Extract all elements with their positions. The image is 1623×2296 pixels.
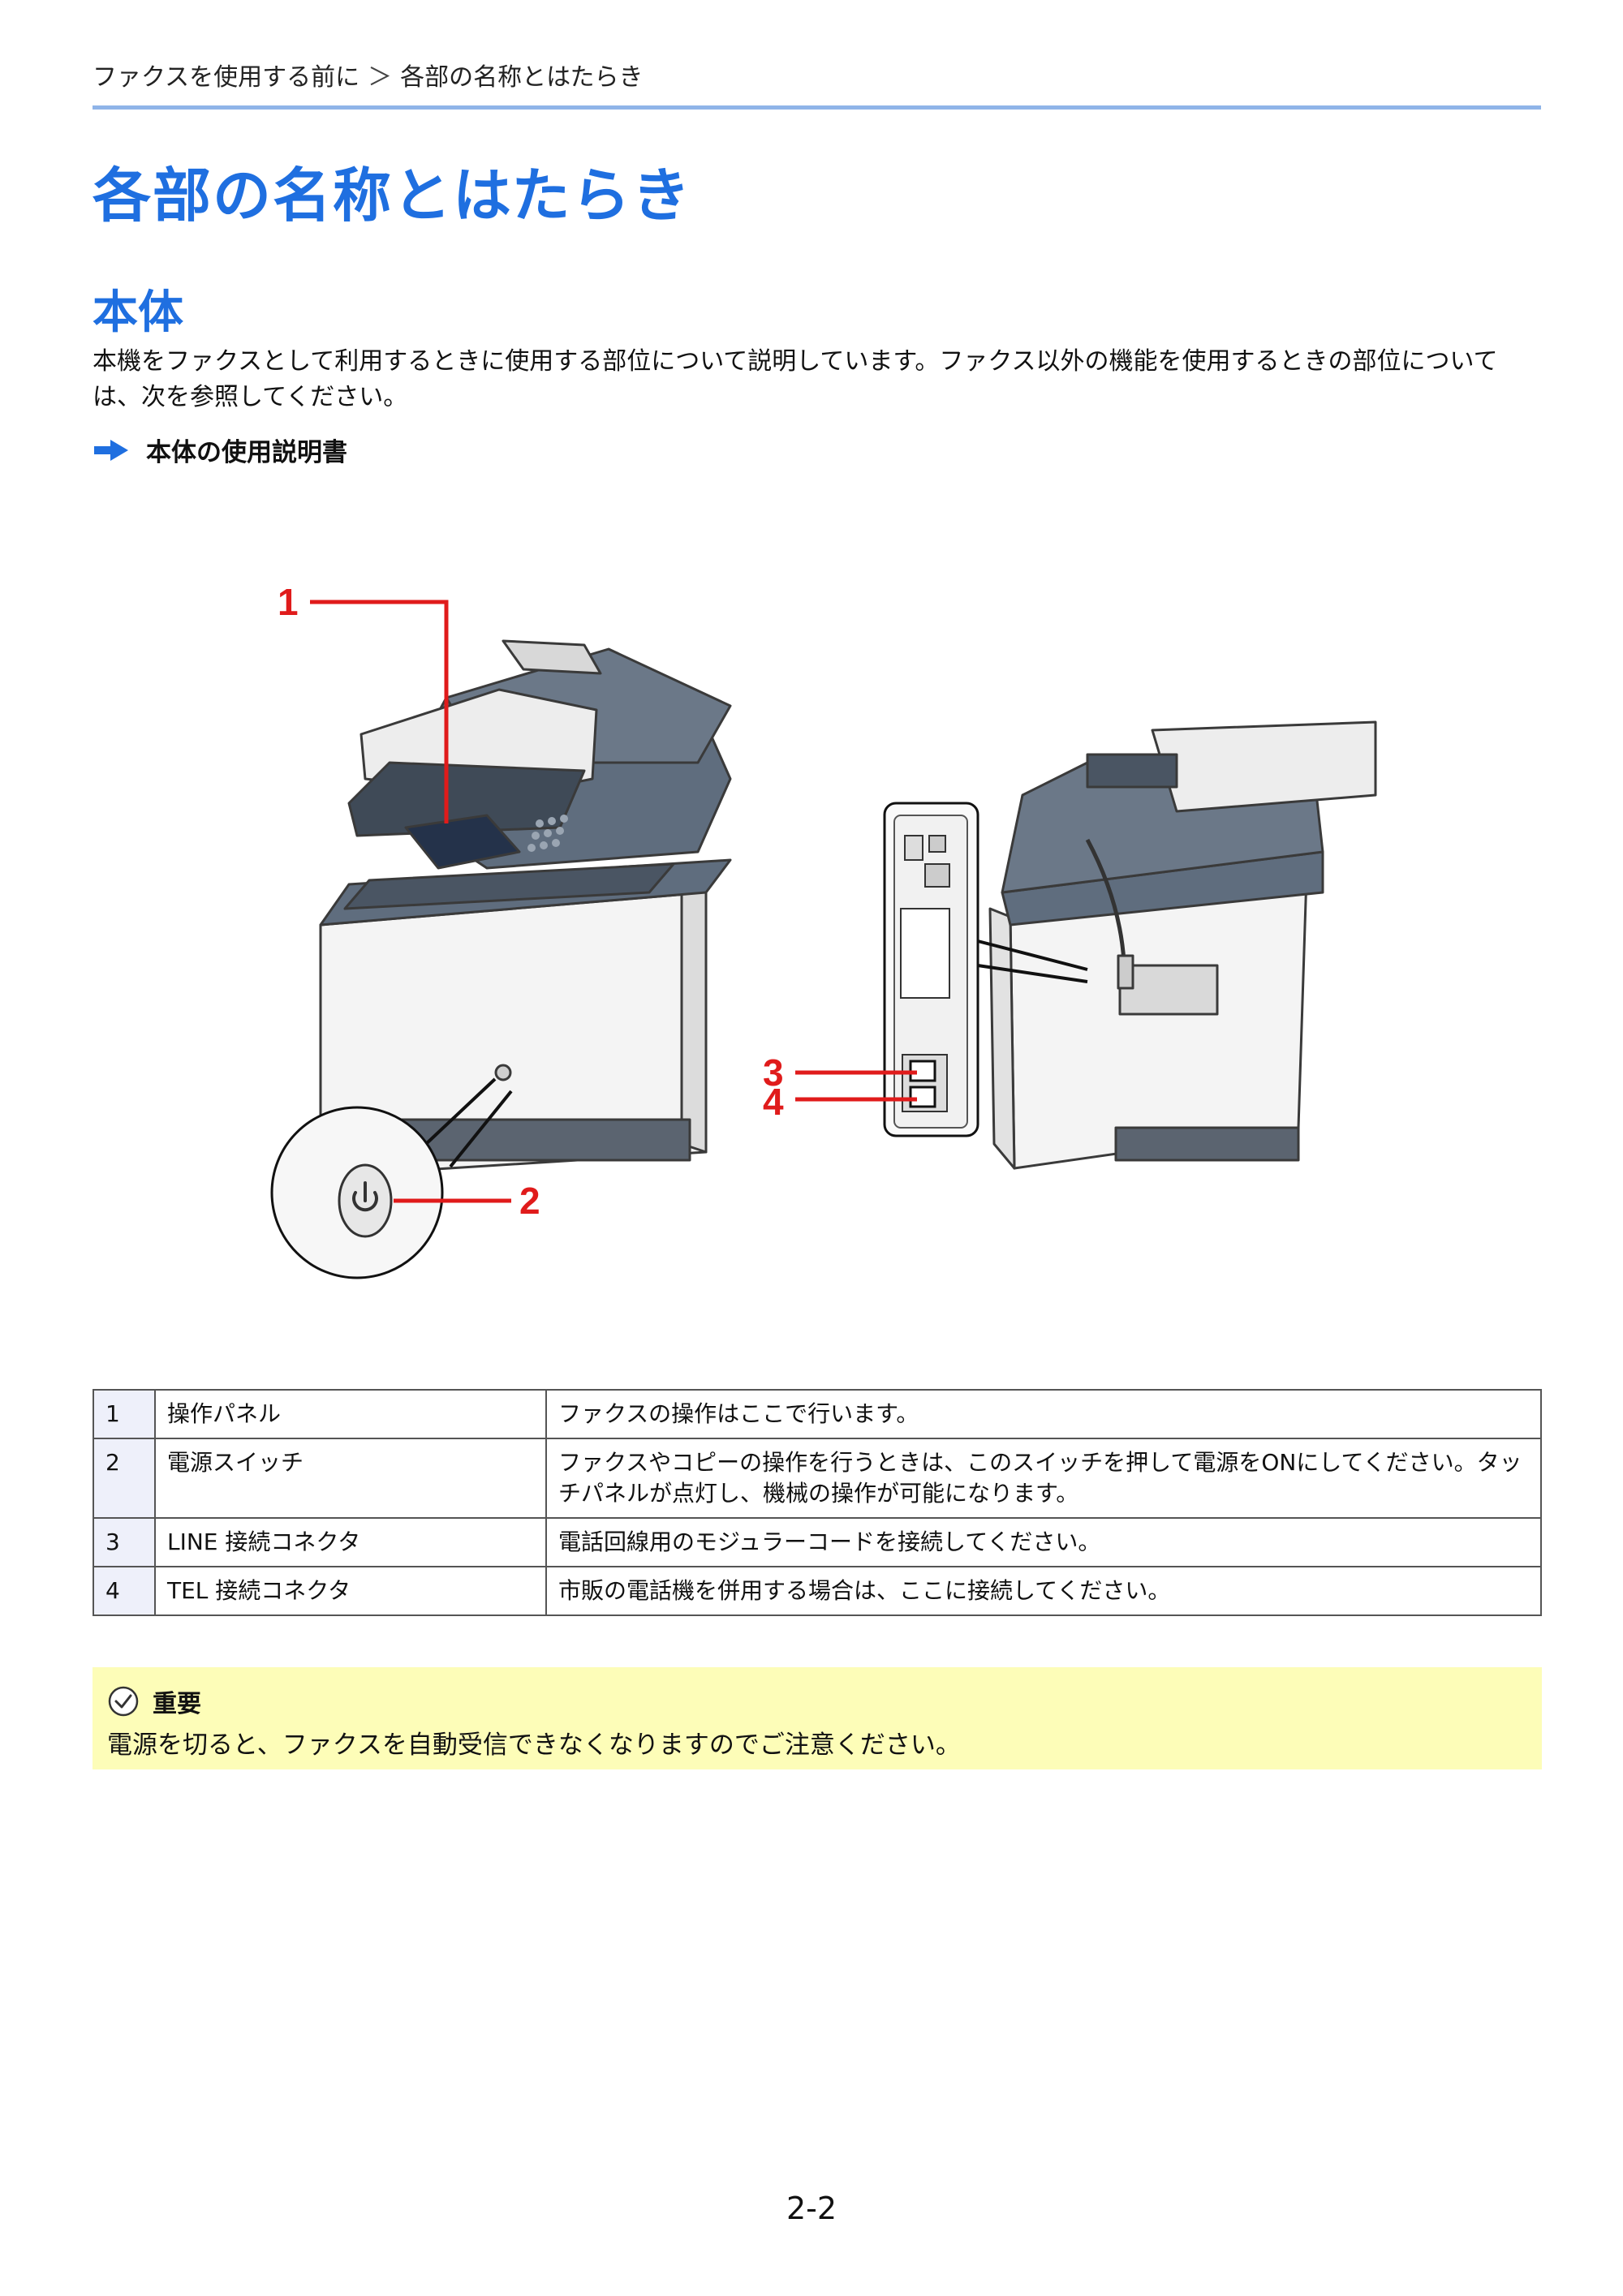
arrow-right-icon [94,439,128,461]
breadcrumb: ファクスを使用する前に ＞各部の名称とはたらき [93,57,644,92]
table-row: 4 TEL 接続コネクタ 市販の電話機を併用する場合は、ここに接続してください。 [93,1566,1542,1616]
callout-leaders [310,600,917,1203]
page-number: 2-2 [786,2191,837,2226]
part-number: 4 [93,1566,156,1616]
rear-view-printer [988,720,1377,1170]
page-title: 各部の名称とはたらき [93,161,692,230]
breadcrumb-current: 各部の名称とはたらき [400,63,644,92]
part-description: 電話回線用のモジュラーコードを接続してください。 [545,1517,1542,1567]
callout-3: 3 [763,1051,784,1094]
power-switch-zoom [270,1077,513,1279]
part-name: 電源スイッチ [154,1438,547,1519]
section-heading: 本体 [93,286,183,339]
breadcrumb-parent[interactable]: ファクスを使用する前に [93,63,360,92]
part-name: 操作パネル [154,1389,547,1439]
part-number: 1 [93,1389,156,1439]
note-header: 重要 [107,1683,201,1719]
note-heading: 重要 [153,1690,201,1718]
note-body: 電源を切ると、ファクスを自動受信できなくなりますのでご注意ください。 [107,1731,961,1760]
part-number: 2 [93,1438,156,1519]
part-description: 市販の電話機を併用する場合は、ここに接続してください。 [545,1566,1542,1616]
part-name: LINE 接続コネクタ [154,1517,547,1567]
callout-4: 4 [763,1081,784,1123]
callout-2: 2 [519,1180,540,1222]
reference-link-label: 本体の使用説明書 [146,438,347,467]
part-description: ファクスの操作はここで行います。 [545,1389,1542,1439]
part-number: 3 [93,1517,156,1567]
table-row: 1 操作パネル ファクスの操作はここで行います。 [93,1389,1542,1439]
header-rule [93,105,1541,110]
machine-illustration: 1 2 3 4 [270,581,1377,1279]
part-description: ファクスやコピーの操作を行うときは、このスイッチを押して電源をONにしてください… [545,1438,1542,1519]
table-row: 2 電源スイッチ ファクスやコピーの操作を行うときは、このスイッチを押して電源を… [93,1438,1542,1519]
reference-link[interactable]: 本体の使用説明書 [93,432,347,468]
front-view-printer [319,639,732,1178]
check-circle-icon [108,1686,139,1717]
parts-table: 1 操作パネル ファクスの操作はここで行います。 2 電源スイッチ ファクスやコ… [93,1389,1542,1616]
callout-1: 1 [278,581,299,623]
part-name: TEL 接続コネクタ [154,1566,547,1616]
important-note: 重要 電源を切ると、ファクスを自動受信できなくなりますのでご注意ください。 [93,1667,1542,1769]
power-icon [352,1181,378,1212]
breadcrumb-separator: ＞ [368,63,393,92]
table-row: 3 LINE 接続コネクタ 電話回線用のモジュラーコードを接続してください。 [93,1517,1542,1567]
section-intro: 本機をファクスとして利用するときに使用する部位について説明しています。ファクス以… [93,347,1498,411]
